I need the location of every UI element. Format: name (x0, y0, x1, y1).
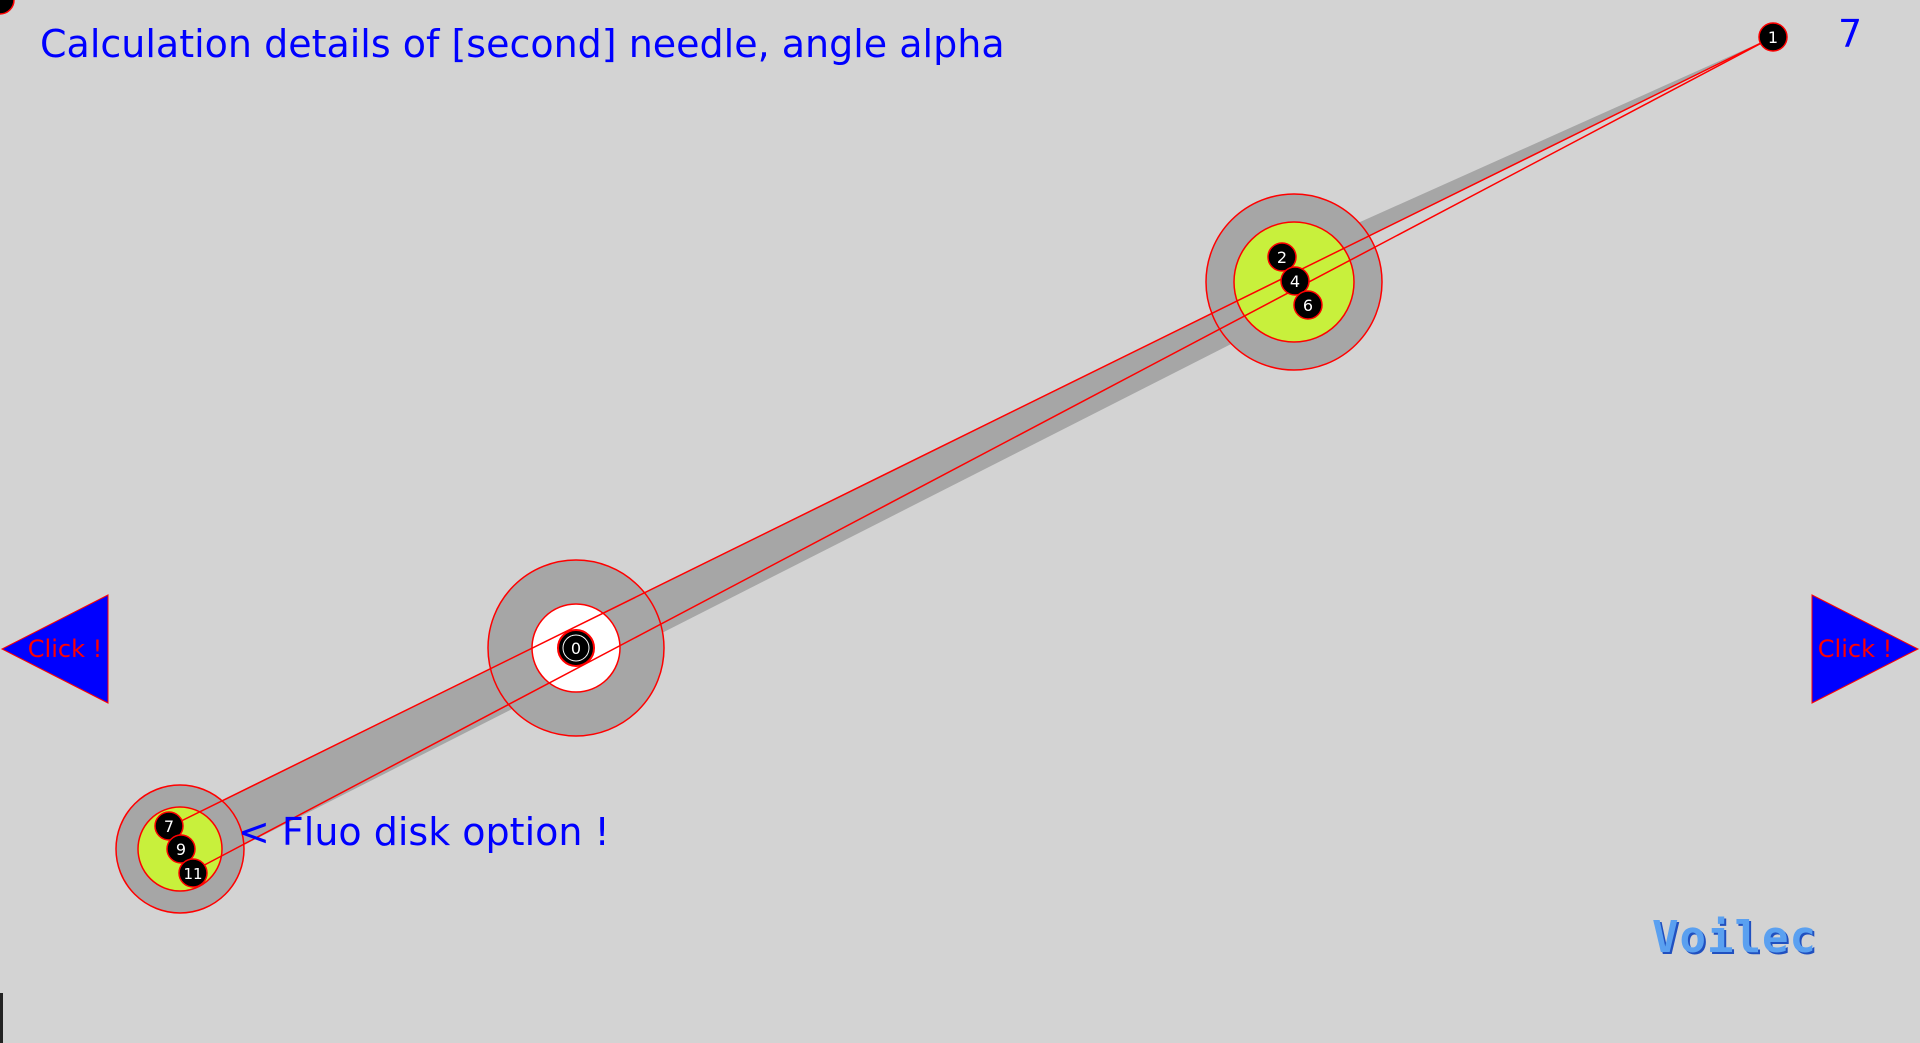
marker-9: 9 (166, 834, 196, 864)
svg-text:4: 4 (1290, 272, 1300, 291)
marker-4: 4 (1280, 266, 1310, 296)
edge-divider (0, 993, 3, 1043)
marker-7: 7 (154, 811, 184, 841)
marker-11: 11 (178, 858, 208, 888)
marker-1: 1 (1758, 22, 1788, 52)
fluo-disk-note: < Fluo disk option ! (238, 810, 610, 854)
svg-text:9: 9 (176, 840, 186, 859)
prev-page-label: Click ! (28, 635, 102, 663)
next-page-button[interactable]: Click ! (1811, 594, 1920, 704)
svg-text:7: 7 (164, 817, 174, 836)
page-title: Calculation details of [second] needle, … (40, 22, 1005, 66)
needle-edge-upper (170, 36, 1774, 827)
next-page-label: Click ! (1818, 635, 1892, 663)
svg-text:11: 11 (183, 865, 202, 883)
svg-text:2: 2 (1277, 248, 1287, 267)
voilec-logo: Voilec (1652, 912, 1817, 963)
svg-text:0: 0 (571, 639, 581, 658)
page-number: 7 (1838, 12, 1863, 56)
prev-page-button[interactable]: Click ! (0, 594, 109, 704)
needle-body (171, 37, 1773, 870)
left-arrow-icon (0, 594, 109, 704)
svg-text:6: 6 (1303, 296, 1313, 315)
marker-0: 0 (557, 629, 595, 667)
marker-2: 2 (1267, 242, 1297, 272)
corner-marker (0, 0, 15, 15)
needle-edge-lower (194, 36, 1774, 871)
marker-6: 6 (1293, 290, 1323, 320)
svg-text:1: 1 (1768, 28, 1778, 47)
right-arrow-icon (1811, 594, 1920, 704)
